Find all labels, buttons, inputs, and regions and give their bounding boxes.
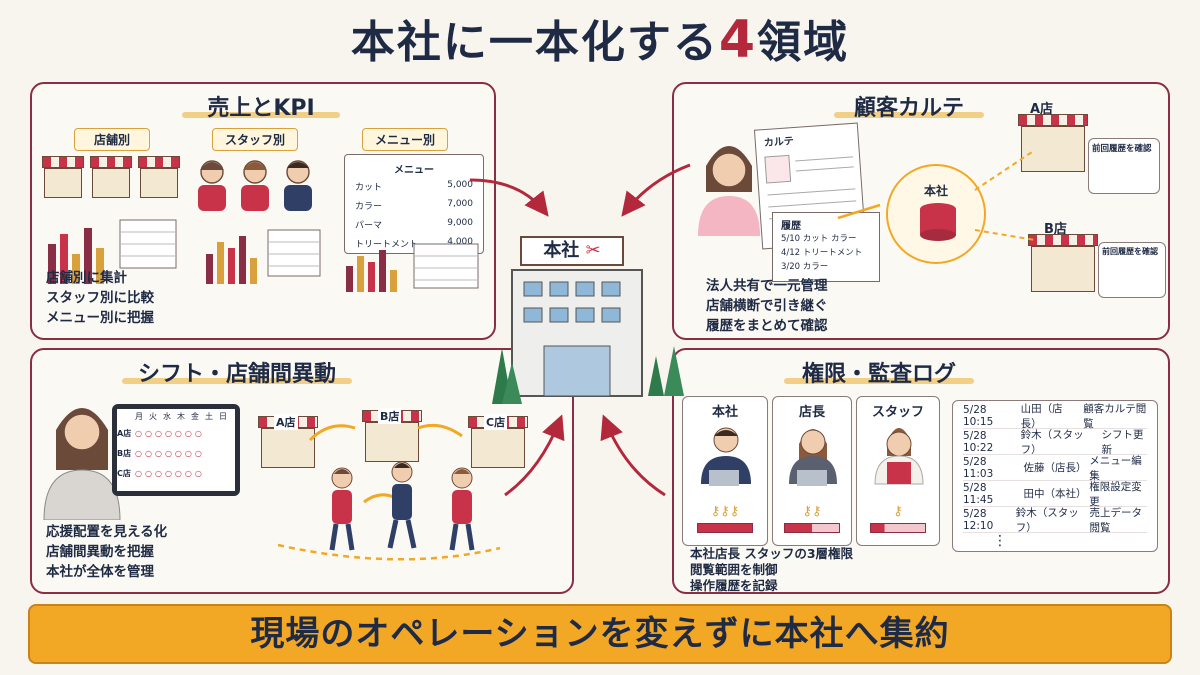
store-a: A店 xyxy=(1018,102,1088,174)
hq-building: 本社 ✂ xyxy=(492,236,684,404)
sales-kpi-bullets: 店舗別に集計 スタッフ別に比較 メニュー別に把握 xyxy=(46,270,154,326)
staff-icons xyxy=(192,156,322,212)
log-more: ⋮ xyxy=(993,533,1007,549)
history-label: 履歴 xyxy=(781,221,801,232)
customer-chart-bullets: 法人共有で一元管理 店舗横断で引き継ぐ 履歴をまとめて確認 xyxy=(706,278,828,334)
panel-shift: シフト・店舗間異動 月火水木金土日 A店○○○○○○○ B店○○○○○○○ C店… xyxy=(30,348,574,594)
permission-bar xyxy=(697,523,753,533)
key-icon: ⚷⚷ xyxy=(802,504,822,519)
scissors-icon: ✂ xyxy=(585,240,601,261)
panel-title-sales-kpi: 売上とKPI xyxy=(207,96,315,121)
tree-icon xyxy=(492,348,522,404)
transfer-staff-icon xyxy=(329,461,475,551)
store-b-label: B店 xyxy=(1044,222,1067,237)
hq-person-icon xyxy=(701,427,751,486)
manager-woman-icon xyxy=(43,408,121,520)
tag-by-store: 店舗別 xyxy=(74,128,150,151)
database-icon xyxy=(920,203,956,241)
check-card-a: 前回履歴を確認 xyxy=(1088,138,1160,194)
panel-title-audit: 権限・監査ログ xyxy=(801,362,956,387)
check-card-b: 前回履歴を確認 xyxy=(1098,242,1166,298)
key-icon: ⚷⚷⚷ xyxy=(710,504,740,519)
store-icon xyxy=(92,168,130,198)
tag-by-menu: メニュー別 xyxy=(362,128,448,151)
hq-database-circle: 本社 xyxy=(886,164,986,264)
shift-monitor: 月火水木金土日 A店○○○○○○○ B店○○○○○○○ C店○○○○○○○ xyxy=(112,404,240,496)
store-b: B店 xyxy=(1028,222,1098,294)
menu-header: メニュー xyxy=(394,165,434,176)
schedule-row: C店○○○○○○○ xyxy=(117,468,205,478)
page-title: 本社に一本化する4領域 xyxy=(350,10,850,70)
shift-store-b: B店 xyxy=(362,408,422,464)
customer-woman-icon xyxy=(698,146,760,236)
bottom-banner: 現場のオペレーションを変えずに本社へ集約 xyxy=(28,604,1172,664)
sales-bar-charts xyxy=(48,219,479,292)
role-card-manager: 店長 ⚷⚷ xyxy=(772,396,852,546)
key-icon: ⚷ xyxy=(893,504,903,519)
tag-by-staff: スタッフ別 xyxy=(212,128,298,151)
manager-person-icon xyxy=(789,429,837,486)
shift-schedule-table: 月火水木金土日 A店○○○○○○○ B店○○○○○○○ C店○○○○○○○ xyxy=(117,409,235,491)
panel-title-shift: シフト・店舗間異動 xyxy=(137,362,336,387)
title-number: 4 xyxy=(718,10,758,70)
store-a-label: A店 xyxy=(1030,102,1054,117)
staff-people-icon xyxy=(198,160,312,211)
permission-bar xyxy=(870,523,926,533)
hq-db-label: 本社 xyxy=(923,184,948,198)
panel-title-customer-chart: 顧客カルテ xyxy=(853,96,964,121)
history-sheet: 履歴 5/10 カット カラー 4/12 トリートメント 3/20 カラー xyxy=(772,212,880,282)
role-card-staff: スタッフ ⚷ xyxy=(856,396,940,546)
role-card-hq: 本社 ⚷⚷⚷ xyxy=(682,396,768,546)
staff-person-icon xyxy=(874,428,924,485)
shift-bullets: 応援配置を見える化 店舗間異動を把握 本社が全体を管理 xyxy=(46,524,168,580)
bar-chart-staff-icon xyxy=(206,229,321,284)
store-icon xyxy=(44,168,82,198)
shift-store-a: A店 xyxy=(258,414,318,470)
bar-chart-store-icon xyxy=(48,219,177,284)
audit-bullets: 本社店長 スタッフの3層権限 閲覧範囲を制御 操作履歴を記録 xyxy=(690,546,854,593)
office-building-icon xyxy=(511,269,684,397)
schedule-row: A店○○○○○○○ xyxy=(117,428,205,438)
schedule-row: B店○○○○○○○ xyxy=(117,448,205,458)
store-icon xyxy=(140,168,178,198)
history-row: 4/12 トリートメント xyxy=(781,248,863,258)
panel-customer-chart: 顧客カルテ カルテ 履歴 5/10 カット カラー 4/12 トリートメント 3… xyxy=(672,82,1170,340)
permission-bar xyxy=(784,523,840,533)
history-row: 3/20 カラー xyxy=(781,262,829,272)
hq-sign: 本社 ✂ xyxy=(520,236,624,266)
bar-chart-menu-icon xyxy=(346,243,479,292)
store-icons xyxy=(42,156,182,206)
history-row: 5/10 カット カラー xyxy=(781,234,857,244)
